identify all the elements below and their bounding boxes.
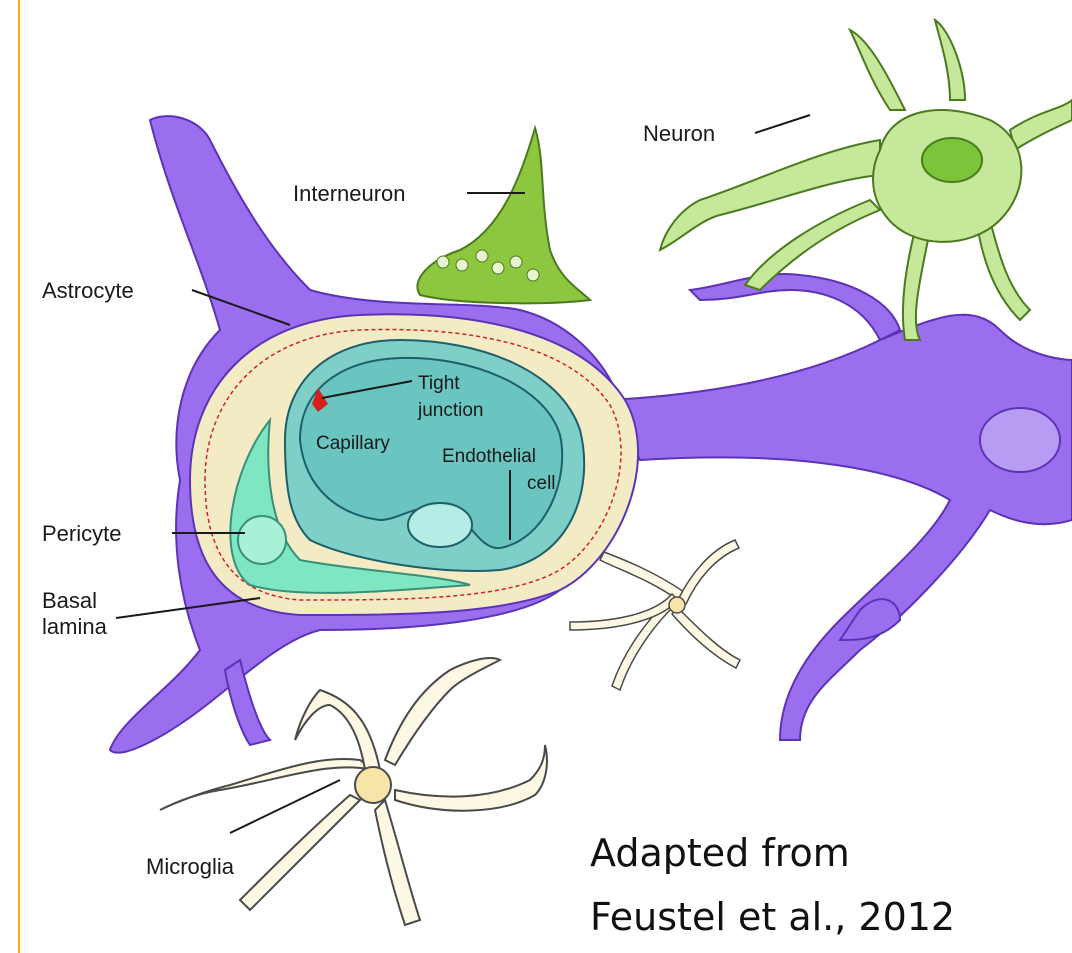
caption-line-2: Feustel et al., 2012 — [590, 895, 955, 939]
label-capillary: Capillary — [316, 433, 390, 454]
label-basal-1: Basal — [42, 588, 97, 613]
microglia-large — [160, 658, 547, 925]
label-pericyte: Pericyte — [42, 521, 121, 546]
label-interneuron: Interneuron — [293, 181, 406, 206]
label-astrocyte: Astrocyte — [42, 278, 134, 303]
label-tight-2: junction — [417, 400, 484, 421]
interneuron — [417, 128, 590, 303]
caption-line-1: Adapted from — [590, 831, 850, 875]
label-endothelial-1: Endothelial — [442, 446, 536, 467]
label-basal-2: lamina — [42, 614, 108, 639]
label-tight-1: Tight — [418, 373, 460, 394]
label-neuron: Neuron — [643, 121, 715, 146]
astrocyte-right — [610, 274, 1072, 740]
label-endothelial-2: cell — [527, 473, 556, 494]
label-microglia: Microglia — [146, 854, 235, 879]
